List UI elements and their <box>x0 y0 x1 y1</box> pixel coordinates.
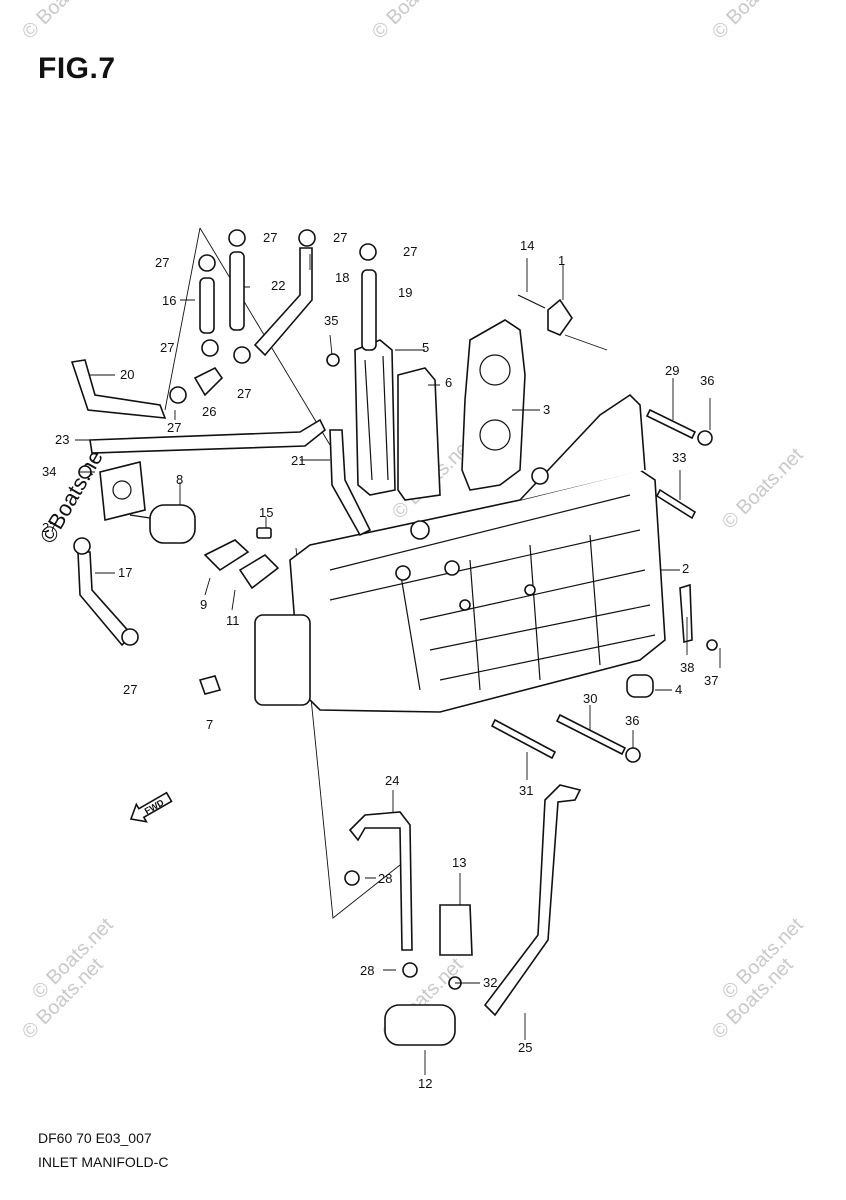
hose-16 <box>199 277 215 334</box>
callout-leaders <box>75 254 721 1075</box>
callout-27-e: 27 <box>160 340 174 355</box>
callout-27-a: 27 <box>263 230 277 245</box>
callout-27-f: 27 <box>237 386 251 401</box>
callout-37: 37 <box>704 673 718 688</box>
callout-15: 15 <box>259 505 273 520</box>
callout-9: 9 <box>200 597 207 612</box>
callout-38: 38 <box>680 660 694 675</box>
callout-16: 16 <box>162 293 176 308</box>
callout-23: 23 <box>55 432 69 447</box>
callout-17: 17 <box>118 565 132 580</box>
plug-7 <box>198 675 222 695</box>
bracket-8-plate <box>99 461 146 521</box>
nut-36-upper <box>697 430 713 446</box>
callout-31: 31 <box>519 783 533 798</box>
bolt-37 <box>706 639 718 651</box>
watermark-group: © Boats.net © Boats.net © Boats.net © Bo… <box>18 0 808 1044</box>
callout-6: 6 <box>445 375 452 390</box>
valve-8 <box>149 504 196 544</box>
bolt-30 <box>555 713 627 756</box>
callout-18: 18 <box>335 270 349 285</box>
watermark-top-left: © Boats.net <box>18 0 108 44</box>
watermark-right-mid: © Boats.net <box>718 444 808 534</box>
bolt-33 <box>655 488 697 520</box>
inlet-manifold <box>254 393 666 713</box>
callout-2: 2 <box>682 561 689 576</box>
callout-12: 12 <box>418 1076 432 1091</box>
hose-23 <box>89 418 327 454</box>
bolt-29 <box>645 408 697 440</box>
diagram-code: DF60 70 E03_007 <box>38 1130 152 1146</box>
clamp-28-upper <box>344 870 360 886</box>
callout-32: 32 <box>483 975 497 990</box>
callout-28-b: 28 <box>360 963 374 978</box>
callout-34: 34 <box>42 464 56 479</box>
callout-27-g: 27 <box>167 420 181 435</box>
callout-19: 19 <box>398 285 412 300</box>
callout-25: 25 <box>518 1040 532 1055</box>
bolt-14 <box>517 294 546 309</box>
callout-11: 11 <box>226 613 240 628</box>
hose-18 <box>253 247 313 357</box>
filter-12 <box>384 1004 456 1046</box>
hose-21 <box>329 429 372 537</box>
joint-26 <box>193 366 224 397</box>
callout-30: 30 <box>583 691 597 706</box>
callout-27-b: 27 <box>333 230 347 245</box>
callout-26: 26 <box>202 404 216 419</box>
callout-27-h: 27 <box>42 520 56 535</box>
callout-27-i: 27 <box>123 682 137 697</box>
callout-8: 8 <box>176 472 183 487</box>
callout-35: 35 <box>324 313 338 328</box>
callout-5: 5 <box>422 340 429 355</box>
fwd-arrow: FWD <box>129 791 173 823</box>
callout-14: 14 <box>520 238 534 253</box>
callout-21: 21 <box>291 453 305 468</box>
callout-24: 24 <box>385 773 399 788</box>
nut-36-lower <box>625 747 641 763</box>
callout-27-c: 27 <box>403 244 417 259</box>
callout-20: 20 <box>120 367 134 382</box>
clamp-28-lower <box>402 962 418 978</box>
callout-36-a: 36 <box>700 373 714 388</box>
plate-5 <box>354 339 396 496</box>
bolt-35 <box>326 353 340 367</box>
diagram-name: INLET MANIFOLD-C <box>38 1154 169 1170</box>
clamps-27 <box>73 229 377 646</box>
bracket-13 <box>439 904 473 956</box>
pin-15 <box>256 527 272 539</box>
hose-20 <box>70 359 167 419</box>
callout-33: 33 <box>672 450 686 465</box>
bolt-31 <box>490 718 557 760</box>
hose-24 <box>348 811 413 951</box>
callout-13: 13 <box>452 855 466 870</box>
hose-22 <box>229 251 245 331</box>
callout-3: 3 <box>543 402 550 417</box>
fig-title: FIG.7 <box>38 52 116 85</box>
callout-7: 7 <box>206 717 213 732</box>
cap-1 <box>547 298 573 336</box>
bracket-38 <box>679 583 693 644</box>
callout-1: 1 <box>558 253 565 268</box>
callout-28-a: 28 <box>378 871 392 886</box>
hose-25 <box>483 784 582 1017</box>
cover-11 <box>238 553 280 590</box>
watermark-top-mid: © Boats.net <box>368 0 458 44</box>
callout-36-b: 36 <box>625 713 639 728</box>
callout-29: 29 <box>665 363 679 378</box>
callout-27-d: 27 <box>155 255 169 270</box>
gasket-3 <box>461 319 526 491</box>
callouts: 14 1 5 6 3 35 27 27 27 27 22 18 19 16 27… <box>42 230 718 1091</box>
callout-4: 4 <box>675 682 682 697</box>
hose-19 <box>361 269 377 351</box>
callout-22: 22 <box>271 278 285 293</box>
gasket-9 <box>203 539 250 572</box>
watermark-top-right: © Boats.net <box>708 0 798 44</box>
bush-4 <box>626 674 654 698</box>
gasket-6 <box>397 367 441 501</box>
